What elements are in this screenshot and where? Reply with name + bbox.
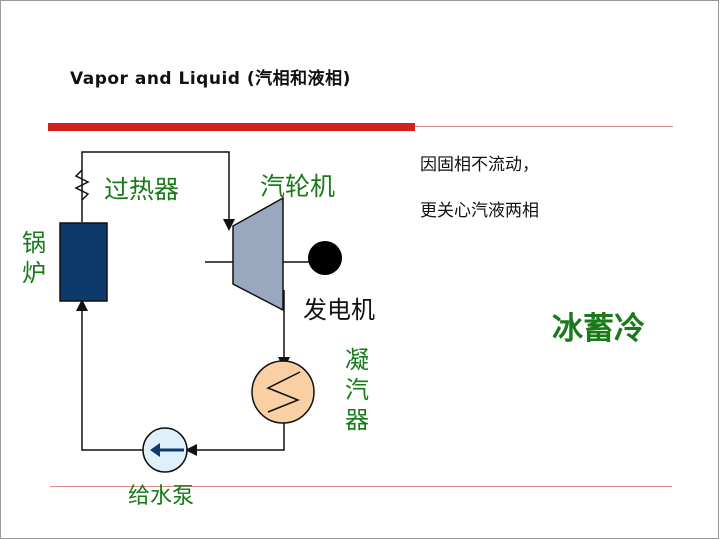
feed-pump-arrow-head <box>150 443 160 457</box>
pipe-condenser-to-pump <box>185 418 285 456</box>
ice-storage-label: 冰蓄冷 <box>552 311 645 347</box>
condenser-label-char-1: 凝 <box>345 346 369 374</box>
generator-label: 发电机 <box>303 296 375 324</box>
turbine-label: 汽轮机 <box>260 172 336 201</box>
condenser-label-char-2: 汽 <box>345 376 369 404</box>
condenser-label-char-3: 器 <box>345 406 369 434</box>
note-line-2: 更关心汽液两相 <box>420 201 539 221</box>
footer-divider-line <box>50 486 672 487</box>
feed-pump-label: 给水泵 <box>128 484 195 509</box>
superheater-zigzag <box>74 169 90 201</box>
boiler-block <box>59 222 108 302</box>
boiler-label: 锅 炉 <box>20 228 48 288</box>
boiler-label-char-1: 锅 <box>22 229 46 257</box>
title-divider-line <box>415 126 673 127</box>
boiler-label-char-2: 炉 <box>22 259 46 287</box>
title-underline-bar <box>48 123 415 131</box>
generator-disc <box>308 241 342 275</box>
note-line-1: 因固相不流动， <box>420 155 539 175</box>
condenser-coil <box>266 371 301 413</box>
pipe-superheater-to-turbine <box>81 151 235 231</box>
pipe-pump-to-boiler <box>76 299 143 451</box>
superheater-label: 过热器 <box>104 175 180 204</box>
slide-title: Vapor and Liquid (汽相和液相) <box>70 69 351 89</box>
condenser-shell <box>251 360 315 424</box>
condenser-label: 凝 汽 器 <box>343 345 371 435</box>
turbine-shape <box>232 196 284 312</box>
